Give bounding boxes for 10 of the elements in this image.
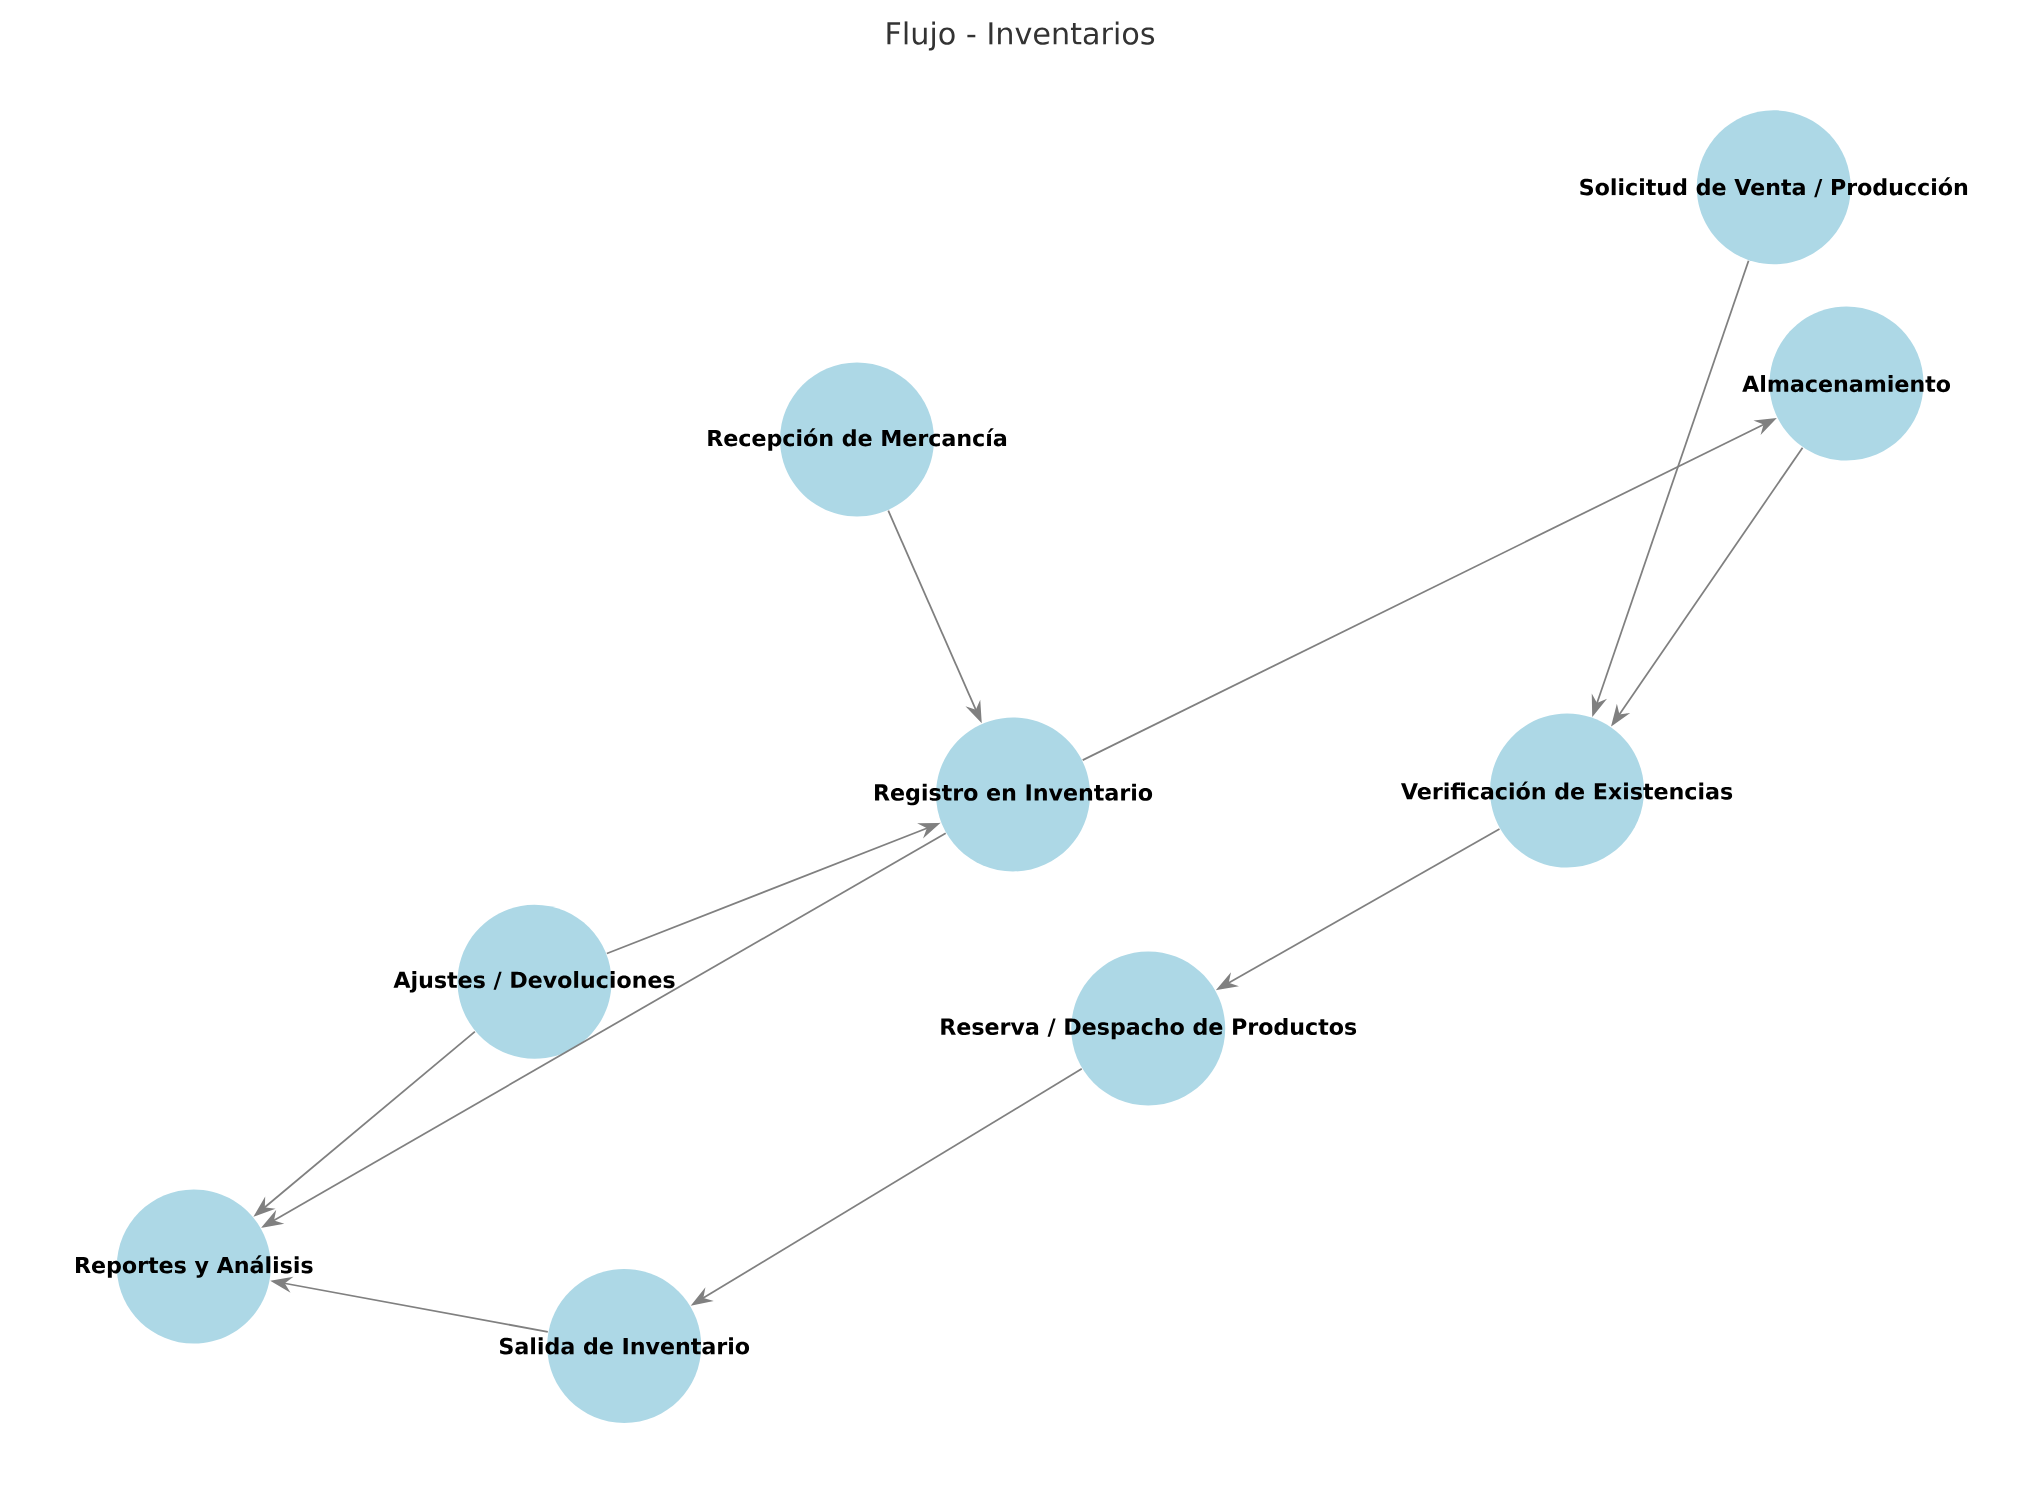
circle-node: Verificación de Existencias (1401, 713, 1733, 868)
circle-node: Salida de Inventario (500, 1268, 750, 1423)
circle-node: Solicitud de Venta / Producción (1580, 110, 1968, 265)
circle-node: Ajustes / Devoluciones (393, 904, 675, 1059)
circle-node: Registro en Inventario (875, 717, 1153, 872)
chart-title: Flujo - Inventarios (887, 21, 1155, 51)
circle-node: Recepción de Mercancía (708, 362, 1007, 517)
circle-node: Reserva / Despacho de Productos (941, 951, 1357, 1106)
circle-node: Almacenamiento (1742, 306, 1951, 461)
circle-node: Reportes y Análisis (76, 1189, 313, 1344)
